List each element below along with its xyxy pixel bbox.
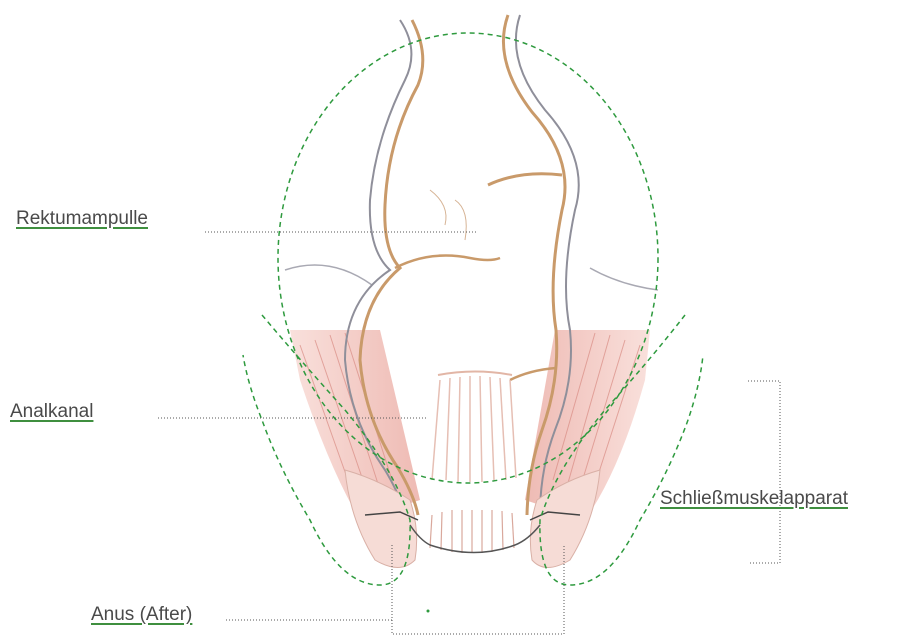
pelvic-floor-right [590,268,658,290]
label-schliessmuskelapparat: Schließmuskelapparat [660,488,848,510]
pelvic-floor-left [285,265,372,285]
label-analkanal: Analkanal [10,401,93,423]
anus-dot [427,610,430,613]
label-anus: Anus (After) [91,604,192,626]
bracket-schliessmuskel [748,381,780,563]
anal-pecten [430,510,514,553]
rectal-fold-middle [395,256,500,268]
anal-verge [410,525,540,553]
rectal-fold-upper [488,174,562,185]
anal-canal-top [438,372,512,376]
anal-columns [432,376,516,482]
label-rektumampulle: Rektumampulle [16,208,148,230]
